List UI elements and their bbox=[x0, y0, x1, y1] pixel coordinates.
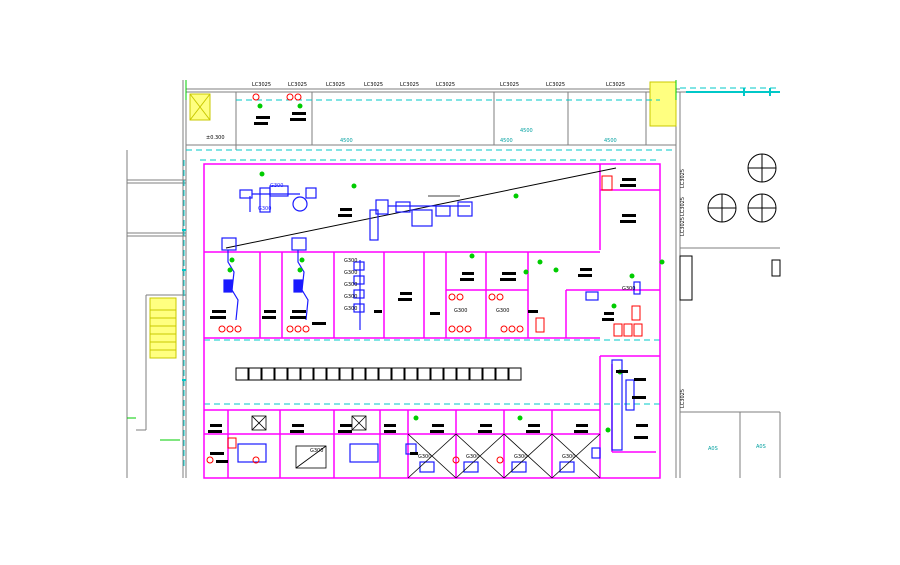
label-right-area-b: A0S bbox=[756, 444, 766, 450]
label-right-mark-d: LC3025 bbox=[680, 389, 686, 408]
label-room-note-c: 4500 bbox=[604, 138, 617, 144]
label-eq-tag-n: G300 bbox=[514, 454, 527, 460]
lower-room-x-marks bbox=[251, 415, 601, 479]
label-top-corridor-mid: LC3025 bbox=[288, 82, 307, 88]
label-eq-tag-a: G300 bbox=[270, 183, 283, 189]
label-eq-tag-e: G300 bbox=[344, 282, 357, 288]
label-eq-tag-m: G300 bbox=[466, 454, 479, 460]
label-eq-tag-l: G300 bbox=[418, 454, 431, 460]
label-eq-tag-k: G300 bbox=[310, 448, 323, 454]
grid-lines bbox=[127, 80, 677, 441]
label-right-mark-a: LC3025 bbox=[680, 169, 686, 188]
label-top-dim-c: LC3025 bbox=[400, 82, 419, 88]
label-eq-tag-g: G300 bbox=[344, 306, 357, 312]
label-blocks bbox=[208, 112, 648, 463]
label-eq-tag-o: G300 bbox=[562, 454, 575, 460]
structural-walls bbox=[126, 80, 781, 478]
label-eq-tag-i: G300 bbox=[496, 308, 509, 314]
cyan-dashed bbox=[183, 87, 780, 470]
label-room-note-a: 4500 bbox=[340, 138, 353, 144]
drawing-labels: LC3025 LC3025 LC3025 LC3025 LC3025 LC302… bbox=[206, 82, 766, 460]
label-right-area-a: A0S bbox=[708, 446, 718, 452]
label-eq-tag-j: G300 bbox=[622, 286, 635, 292]
label-eq-tag-c: G300 bbox=[344, 258, 357, 264]
room-walls bbox=[203, 163, 661, 479]
label-eq-tag-f: G300 bbox=[344, 294, 357, 300]
label-top-dim-b: LC3025 bbox=[364, 82, 383, 88]
label-eq-tag-d: G300 bbox=[344, 270, 357, 276]
label-room-note-d: 4500 bbox=[520, 128, 533, 134]
label-elev-mark: ±0.300 bbox=[206, 135, 225, 141]
section-line bbox=[225, 167, 617, 249]
label-top-dim-a: LC3025 bbox=[326, 82, 345, 88]
label-right-mark-b: LC3025 bbox=[680, 197, 686, 216]
label-top-dim-f: LC3025 bbox=[546, 82, 565, 88]
label-room-note-b: 4500 bbox=[500, 138, 513, 144]
label-eq-tag-b: G300 bbox=[258, 206, 271, 212]
window-marks bbox=[182, 88, 780, 381]
label-top-corridor-right: LC3025 bbox=[606, 82, 625, 88]
label-right-mark-c: LC3025 bbox=[680, 217, 686, 236]
label-top-corridor-left: LC3025 bbox=[252, 82, 271, 88]
corridor-bench-row bbox=[235, 367, 522, 381]
process-equipment bbox=[221, 185, 641, 473]
right-tanks bbox=[679, 153, 781, 301]
green-markers bbox=[227, 103, 665, 433]
label-eq-tag-h: G300 bbox=[454, 308, 467, 314]
label-top-dim-e: LC3025 bbox=[500, 82, 519, 88]
red-fixtures bbox=[206, 93, 643, 464]
stair-cores bbox=[149, 81, 677, 359]
label-top-dim-d: LC3025 bbox=[436, 82, 455, 88]
